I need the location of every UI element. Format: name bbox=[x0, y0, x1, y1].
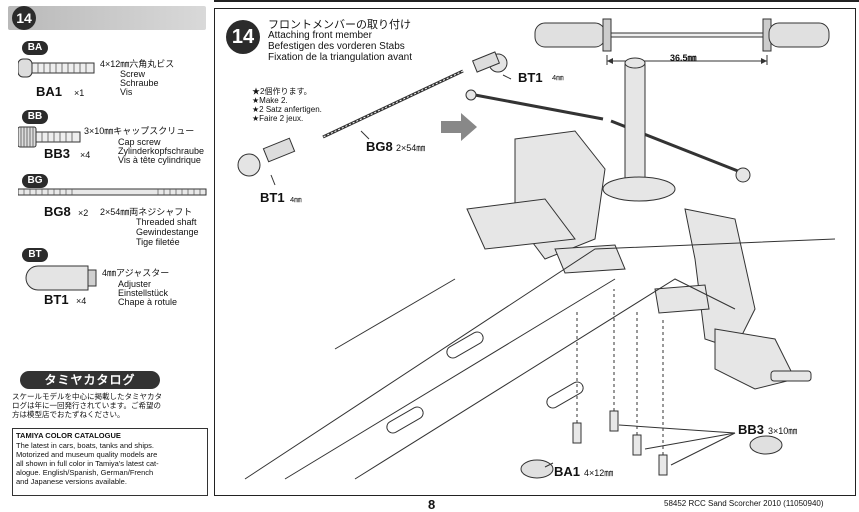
catalog-box-line-1: The latest in cars, boats, tanks and shi… bbox=[16, 441, 154, 450]
catalog-jp-line-2: ログは年に一回発行されています。ご希望の bbox=[12, 401, 162, 410]
ba1-name-fr: Vis bbox=[120, 87, 133, 97]
make-note-jp: ★2個作ります。 bbox=[252, 87, 312, 96]
catalog-jp-line-3: 方は模型店でおたずねください。 bbox=[12, 410, 125, 419]
top-rule bbox=[214, 0, 859, 2]
bb3-screws-drawing bbox=[572, 289, 668, 476]
callout-bt1-bottom: BT1 bbox=[260, 190, 285, 205]
catalog-box bbox=[12, 428, 208, 496]
callout-bb3-size: 3×10㎜ bbox=[768, 426, 798, 436]
step-title-en: Attaching front member bbox=[268, 30, 372, 41]
step-title-de: Befestigen des vorderen Stabs bbox=[268, 41, 405, 52]
page-number: 8 bbox=[428, 497, 436, 512]
bt1-spec: 4㎜アジャスター bbox=[102, 268, 170, 278]
badge-bg: BG bbox=[22, 174, 48, 188]
assembly-step-frame bbox=[214, 8, 856, 496]
bb3-name-de: Zylinderkopfschraube bbox=[118, 146, 205, 156]
bt1-name-de: Einstellstück bbox=[118, 288, 169, 298]
catalog-jp-line-1: スケールモデルを中心に掲載したタミヤカタ bbox=[12, 392, 162, 401]
catalog-title: タミヤカタログ bbox=[20, 371, 160, 389]
bb3-name-en: Cap screw bbox=[118, 137, 161, 147]
adjuster-bt1-icon bbox=[25, 265, 97, 291]
make-note-en: ★Make 2. bbox=[252, 96, 288, 105]
ba1-name-de: Schraube bbox=[120, 78, 159, 88]
ba1-qty: ×1 bbox=[74, 88, 85, 98]
ba1-code: BA1 bbox=[36, 84, 63, 99]
front-suspension-drawing bbox=[465, 57, 812, 390]
sidebar-step-banner bbox=[8, 6, 206, 30]
chassis-plate-drawing bbox=[244, 238, 836, 480]
callout-bt1-top-size: 4㎜ bbox=[552, 73, 564, 82]
badge-ba: BA bbox=[22, 41, 48, 55]
bb3-qty: ×4 bbox=[80, 150, 91, 160]
bg8-qty: ×2 bbox=[78, 208, 89, 218]
bt1-qty: ×4 bbox=[76, 296, 87, 306]
callout-bt1-top: BT1 bbox=[518, 70, 543, 85]
catalog-box-title: TAMIYA COLOR CATALOGUE bbox=[16, 431, 121, 440]
make-note-fr: ★Faire 2 jeux. bbox=[252, 114, 304, 123]
sidebar-step-number: 14 bbox=[12, 6, 36, 30]
screw-bb3-icon bbox=[18, 126, 81, 148]
make-note-de: ★2 Satz anfertigen. bbox=[252, 105, 322, 114]
reference-member-drawing bbox=[534, 18, 830, 65]
bb3-name-fr: Vis à tête cylindrique bbox=[118, 155, 201, 165]
catalog-box-line-4: alogue. English/Spanish, German/French bbox=[16, 468, 154, 477]
badge-bb: BB bbox=[22, 110, 48, 124]
step-title-fr: Fixation de la triangulation avant bbox=[268, 52, 412, 63]
callout-ba1-size: 4×12㎜ bbox=[584, 468, 614, 478]
bg8-code: BG8 bbox=[44, 204, 71, 219]
bg8-name-en: Threaded shaft bbox=[136, 217, 197, 227]
screw-ba1-icon bbox=[18, 58, 95, 78]
front-member-illustration bbox=[237, 18, 836, 480]
catalog-box-line-2: Motorized and museum quality models are bbox=[16, 450, 158, 459]
main-step-number: 14 bbox=[226, 20, 260, 54]
bb3-spec: 3×10㎜キャップスクリュー bbox=[84, 126, 195, 136]
catalog-box-line-5: and Japanese versions available. bbox=[16, 477, 127, 486]
callout-bg8: BG8 bbox=[366, 139, 393, 154]
bg8-spec: 2×54㎜両ネジシャフト bbox=[100, 207, 193, 217]
ba1-spec: 4×12㎜六角丸ビス bbox=[100, 59, 175, 69]
ba1-name-en: Screw bbox=[120, 69, 146, 79]
dimension-label: 36.5㎜ bbox=[670, 53, 697, 63]
shaft-bg8-icon bbox=[18, 188, 207, 196]
callout-bb3: BB3 bbox=[738, 422, 765, 437]
badge-bt: BT bbox=[22, 248, 48, 262]
callout-bt1-bottom-size: 4㎜ bbox=[290, 195, 302, 204]
callout-bg8-size: 2×54㎜ bbox=[396, 143, 426, 153]
bg8-name-fr: Tige filetée bbox=[136, 237, 180, 247]
step-title-jp: フロントメンバーの取り付け bbox=[268, 19, 411, 31]
catalog-box-line-3: all shown in full color in Tamiya's late… bbox=[16, 459, 159, 468]
bg8-name-de: Gewindestange bbox=[136, 227, 199, 237]
callout-ba1: BA1 bbox=[554, 464, 581, 479]
exploded-member-drawing bbox=[237, 51, 508, 177]
bt1-code: BT1 bbox=[44, 292, 69, 307]
bb3-code: BB3 bbox=[44, 146, 71, 161]
ba1-screws-drawing bbox=[520, 435, 783, 479]
product-code: 58452 RCC Sand Scorcher 2010 (11050940) bbox=[664, 499, 824, 508]
bt1-name-fr: Chape à rotule bbox=[118, 297, 178, 307]
bt1-name-en: Adjuster bbox=[118, 279, 152, 289]
